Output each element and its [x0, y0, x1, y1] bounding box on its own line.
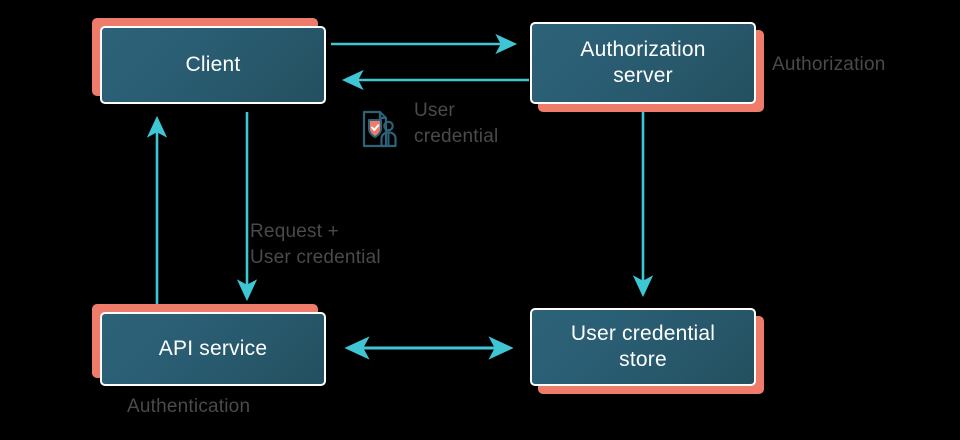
- check-icon: [371, 124, 380, 131]
- node-client-label: Client: [185, 52, 241, 76]
- node-api-service-face: API service: [100, 312, 326, 386]
- annotation-authorization: Authorization: [772, 54, 886, 75]
- person-head-icon: [383, 120, 394, 132]
- user-credential-icon: [362, 110, 397, 148]
- node-user-credential-store[interactable]: User credential store: [530, 308, 764, 394]
- node-api-service-label: API service: [158, 336, 268, 360]
- node-authorization-server-face: Authorization server: [530, 22, 756, 104]
- node-user-credential-store-label: User credential store: [570, 321, 716, 371]
- node-api-service[interactable]: API service: [92, 304, 326, 386]
- person-body-icon: [380, 131, 397, 148]
- node-authorization-server-label: Authorization server: [580, 37, 706, 87]
- node-user-credential-store-face: User credential store: [530, 308, 756, 386]
- node-authorization-server[interactable]: Authorization server: [530, 22, 764, 112]
- node-client[interactable]: Client: [92, 18, 326, 104]
- node-client-face: Client: [100, 26, 326, 104]
- annotation-request-user-credential: Request + User credential: [250, 221, 381, 268]
- document-fold-icon: [378, 112, 386, 120]
- annotation-user-credential: User credential: [414, 100, 499, 147]
- annotation-authentication: Authentication: [127, 396, 251, 417]
